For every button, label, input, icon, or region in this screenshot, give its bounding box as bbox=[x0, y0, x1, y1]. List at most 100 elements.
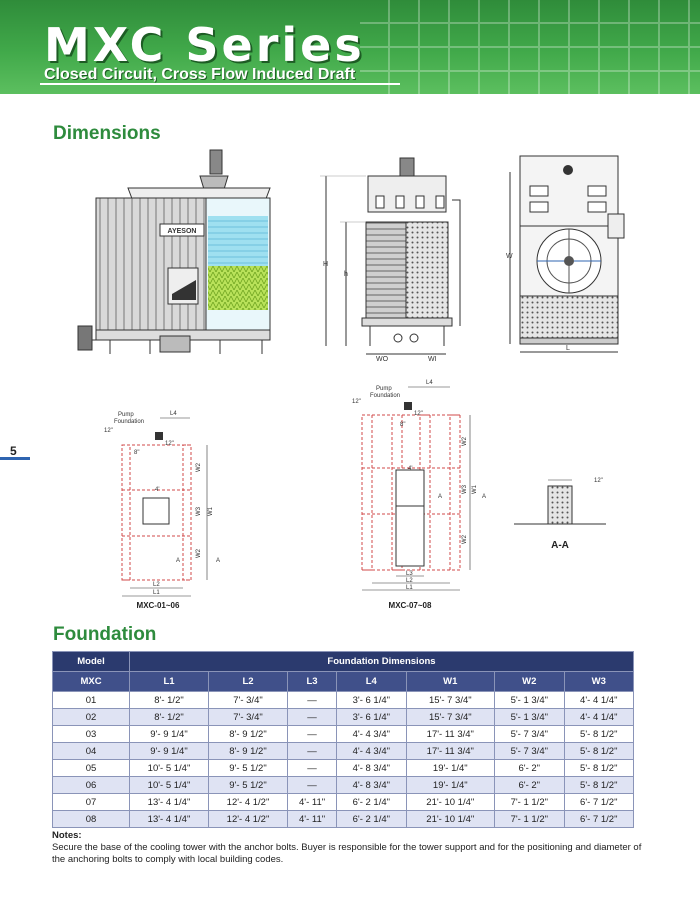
L4-label: L4 bbox=[426, 380, 433, 386]
control-box-shape bbox=[607, 213, 625, 239]
foundation-dimensions-header: Foundation Dimensions bbox=[129, 651, 634, 672]
column-header: L1 bbox=[129, 671, 209, 692]
table-cell: 21'- 10 1/4" bbox=[405, 793, 496, 811]
h-label: h bbox=[344, 271, 348, 278]
page-number-bar bbox=[0, 457, 30, 460]
dim-12-label-2: 12" bbox=[414, 411, 423, 417]
H-label: H bbox=[323, 261, 328, 268]
L2-label: L2 bbox=[153, 582, 160, 588]
table-cell: 15'- 7 3/4" bbox=[405, 708, 496, 726]
table-cell: 6'- 2 1/4" bbox=[336, 793, 407, 811]
louver-panel-left bbox=[95, 197, 207, 331]
L-label: L bbox=[566, 345, 570, 352]
table-cell: — bbox=[286, 725, 338, 743]
L2-label: L2 bbox=[406, 578, 413, 584]
table-cell: 5'- 8 1/2" bbox=[563, 776, 634, 794]
pump-pad-shape-2 bbox=[395, 505, 425, 567]
section-aa-drawing: 12" A-A bbox=[514, 478, 606, 551]
table-cell: 8'- 1/2" bbox=[129, 708, 209, 726]
table-cell: 5'- 1 3/4" bbox=[494, 691, 565, 709]
tower-front-elevation: H h WO WI bbox=[320, 157, 461, 363]
window-shape bbox=[415, 195, 425, 209]
table-cell: — bbox=[286, 742, 338, 760]
brand-plate bbox=[159, 223, 205, 237]
window-shape bbox=[529, 185, 549, 197]
table-cell: 03 bbox=[52, 725, 130, 743]
table-cell: 3'- 6 1/4" bbox=[336, 691, 407, 709]
table-cell: 9'- 9 1/4" bbox=[129, 742, 209, 760]
table-cell: 5'- 1 3/4" bbox=[494, 708, 565, 726]
table-cell: — bbox=[286, 708, 338, 726]
W2-label-top: W2 bbox=[196, 462, 202, 472]
table-cell: 5'- 8 1/2" bbox=[563, 742, 634, 760]
pump-pad-shape bbox=[142, 497, 170, 525]
notes-heading: Notes: bbox=[52, 830, 82, 841]
louver-section-shape bbox=[365, 221, 407, 319]
foundation-plan-small: Pump Foundation 12" 12" 8" 4' L4 W2 W3 W… bbox=[104, 411, 220, 610]
table-cell: 10'- 5 1/4" bbox=[129, 776, 209, 794]
footing-rect bbox=[361, 414, 373, 571]
footing-rect-left bbox=[121, 444, 131, 581]
W3-label: W3 bbox=[462, 484, 468, 494]
base-shape bbox=[519, 337, 619, 345]
concrete-pier-shape bbox=[547, 485, 573, 525]
dim-8-label: 8" bbox=[134, 450, 139, 456]
window-shape bbox=[395, 195, 405, 209]
model-header: Model bbox=[52, 651, 130, 672]
section-aa-caption: A-A bbox=[551, 540, 569, 551]
dim-4-label: 4' bbox=[408, 466, 412, 472]
table-cell: 04 bbox=[52, 742, 130, 760]
fan-hub-shape bbox=[564, 256, 574, 266]
dim-8-label: 8" bbox=[400, 422, 405, 428]
table-cell: 06 bbox=[52, 776, 130, 794]
foundation-label: Foundation bbox=[370, 393, 400, 399]
table-cell: 6'- 2" bbox=[494, 759, 565, 777]
inlet-port-shape bbox=[409, 333, 419, 343]
notes-text: Secure the base of the cooling tower wit… bbox=[52, 842, 642, 865]
table-cell: 4'- 4 3/4" bbox=[336, 742, 407, 760]
column-header: L2 bbox=[208, 671, 288, 692]
table-cell: 4'- 8 3/4" bbox=[336, 776, 407, 794]
pump-foundation-shape bbox=[155, 432, 163, 440]
table-cell: 8'- 9 1/2" bbox=[208, 742, 288, 760]
table-cell: — bbox=[286, 691, 338, 709]
table-cell: 4'- 4 1/4" bbox=[563, 708, 634, 726]
W3-label: W3 bbox=[196, 506, 202, 516]
table-cell: 5'- 8 1/2" bbox=[563, 759, 634, 777]
foundation-table: Model Foundation Dimensions MXC L1 L2 L3… bbox=[52, 651, 634, 828]
table-cell: — bbox=[286, 759, 338, 777]
section-A-left: A bbox=[176, 558, 180, 564]
column-header: L4 bbox=[336, 671, 407, 692]
table-cell: 8'- 9 1/2" bbox=[208, 725, 288, 743]
WO-label: WO bbox=[376, 356, 389, 363]
sump-tank-shape bbox=[159, 335, 191, 353]
table-cell: 5'- 8 1/2" bbox=[563, 725, 634, 743]
window-shape bbox=[587, 185, 607, 197]
coil-section-shape bbox=[208, 216, 268, 266]
table-cell: 02 bbox=[52, 708, 130, 726]
window-shape bbox=[529, 201, 549, 213]
table-cell: 12'- 4 1/2" bbox=[208, 793, 288, 811]
motor-shape bbox=[563, 165, 573, 175]
basin-shape bbox=[361, 317, 453, 327]
foundation-plan-large: Pump Foundation 12" 12" 8" 4' L4 W2 W3 W… bbox=[352, 380, 486, 610]
table-cell: 4'- 4 3/4" bbox=[336, 725, 407, 743]
table-cell: 19'- 1/4" bbox=[405, 759, 496, 777]
dim-12-label: 12" bbox=[104, 428, 113, 434]
series-title: MXC Series bbox=[44, 18, 365, 72]
W2-label-bottom: W2 bbox=[462, 534, 468, 544]
column-header: W1 bbox=[405, 671, 496, 692]
table-cell: 3'- 6 1/4" bbox=[336, 708, 407, 726]
table-cell: 01 bbox=[52, 691, 130, 709]
tower-perspective-drawing: AYESON bbox=[77, 149, 271, 354]
banner-rule bbox=[40, 83, 400, 85]
column-header: W3 bbox=[563, 671, 634, 692]
pump-label: Pump bbox=[118, 412, 134, 418]
table-cell: 5'- 7 3/4" bbox=[494, 725, 565, 743]
pipe-line bbox=[452, 199, 461, 326]
table-cell: 9'- 5 1/2" bbox=[208, 776, 288, 794]
